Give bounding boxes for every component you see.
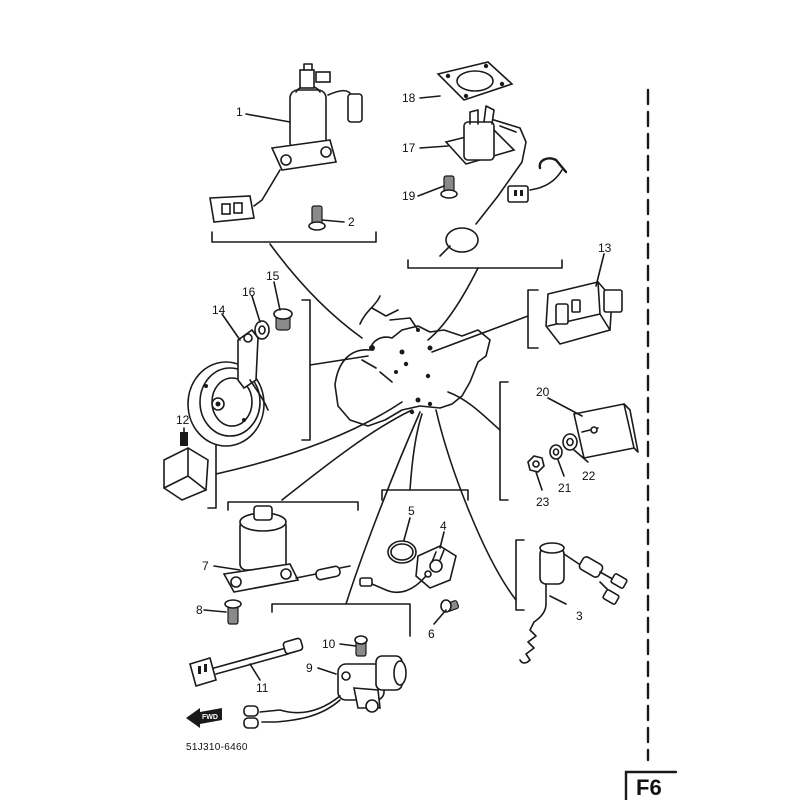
- fuel-level-sender: [439, 105, 568, 257]
- callout-23: 23: [536, 495, 550, 509]
- washer-22: [562, 433, 578, 451]
- nut-23: [527, 455, 545, 473]
- callout-16: 16: [242, 285, 256, 299]
- fwd-arrow-label: FWD: [202, 714, 218, 721]
- callout-13: 13: [598, 241, 612, 255]
- page-fragment-label: F6: [636, 775, 662, 800]
- forward-direction-arrow: FWD: [186, 708, 222, 728]
- callout-7: 7: [202, 559, 209, 573]
- callout-17: 17: [402, 141, 416, 155]
- callout-numbers: 1 2 3 4 5 6 7 8 9 10 11 12 13 14 15 16 1…: [176, 91, 612, 695]
- lead-wire: [189, 637, 304, 688]
- callout-1: 1: [236, 105, 243, 119]
- horn-bolt: [273, 308, 293, 331]
- page-number-fragment: F6: [624, 770, 678, 800]
- starter-cut-relay: [243, 655, 407, 729]
- callout-6: 6: [428, 627, 435, 641]
- solenoid-bolt: [224, 599, 242, 625]
- callout-22: 22: [582, 469, 596, 483]
- ignition-switch: [209, 63, 363, 223]
- relay-screw: [354, 635, 368, 657]
- callout-9: 9: [306, 661, 313, 675]
- callout-18: 18: [402, 91, 416, 105]
- leader-lines: [215, 243, 529, 605]
- sender-bolt: [440, 175, 458, 199]
- mount-plate: [573, 403, 639, 459]
- horn: [187, 328, 269, 447]
- callout-5: 5: [408, 504, 415, 518]
- callout-10: 10: [322, 637, 336, 651]
- callout-2: 2: [348, 215, 355, 229]
- ignition-mount-screw: [308, 205, 326, 231]
- figure-code: 51J310-6460: [186, 742, 248, 753]
- callout-20: 20: [536, 385, 550, 399]
- fuel-sender-gasket: [436, 61, 514, 101]
- o-ring: [387, 540, 417, 564]
- sidestand-switch: [519, 542, 628, 664]
- callout-15: 15: [266, 269, 280, 283]
- neutral-switch: [359, 545, 457, 594]
- callout-12: 12: [176, 413, 190, 427]
- callout-8: 8: [196, 603, 203, 617]
- switch-screw: [440, 599, 460, 613]
- callout-11: 11: [256, 681, 269, 695]
- horn-washer: [254, 320, 270, 340]
- starter-solenoid: [222, 505, 351, 593]
- callout-19: 19: [402, 189, 416, 203]
- callout-14: 14: [212, 303, 226, 317]
- flasher-relay: [163, 432, 209, 501]
- starter-relay: [545, 281, 623, 345]
- callout-21: 21: [558, 481, 572, 495]
- washer-21: [549, 444, 563, 460]
- callout-leaders: [183, 95, 605, 681]
- callout-3: 3: [576, 609, 583, 623]
- frame-center: [334, 295, 491, 427]
- callout-4: 4: [440, 519, 447, 533]
